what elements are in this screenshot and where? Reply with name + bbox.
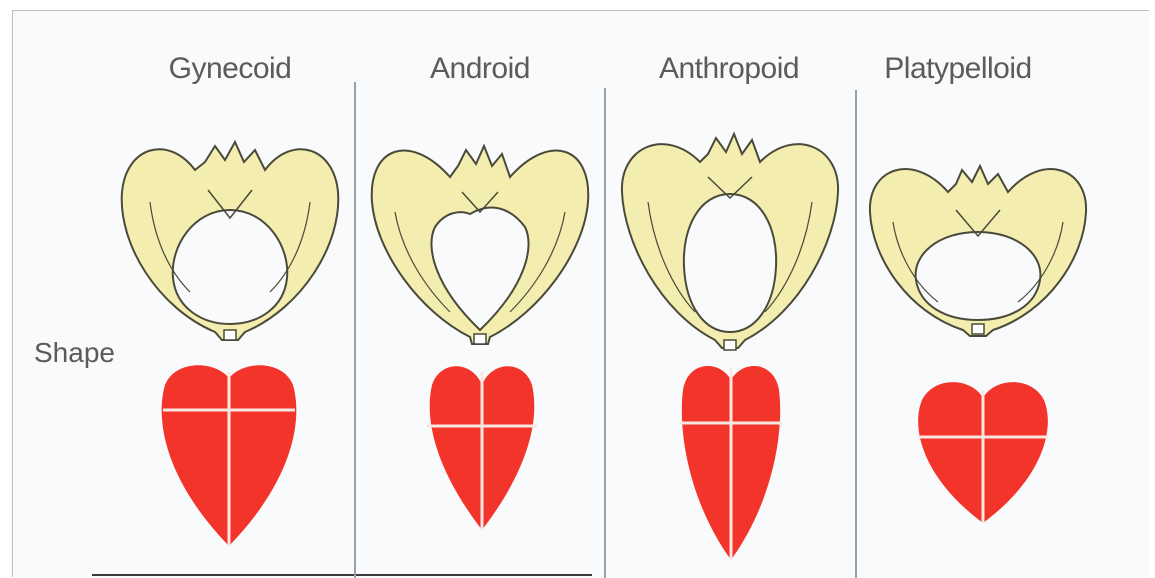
anthropoid-inlet-shape [680,366,782,560]
anthropoid-pelvis-drawing [622,134,838,350]
android-inlet-shape [427,366,537,530]
gynecoid-pelvis-drawing [122,142,339,340]
platypelloid-inlet-shape [918,382,1048,523]
platypelloid-pelvis-drawing [870,166,1086,336]
gynecoid-inlet-shape [162,365,297,546]
android-pelvis-drawing [372,146,589,344]
